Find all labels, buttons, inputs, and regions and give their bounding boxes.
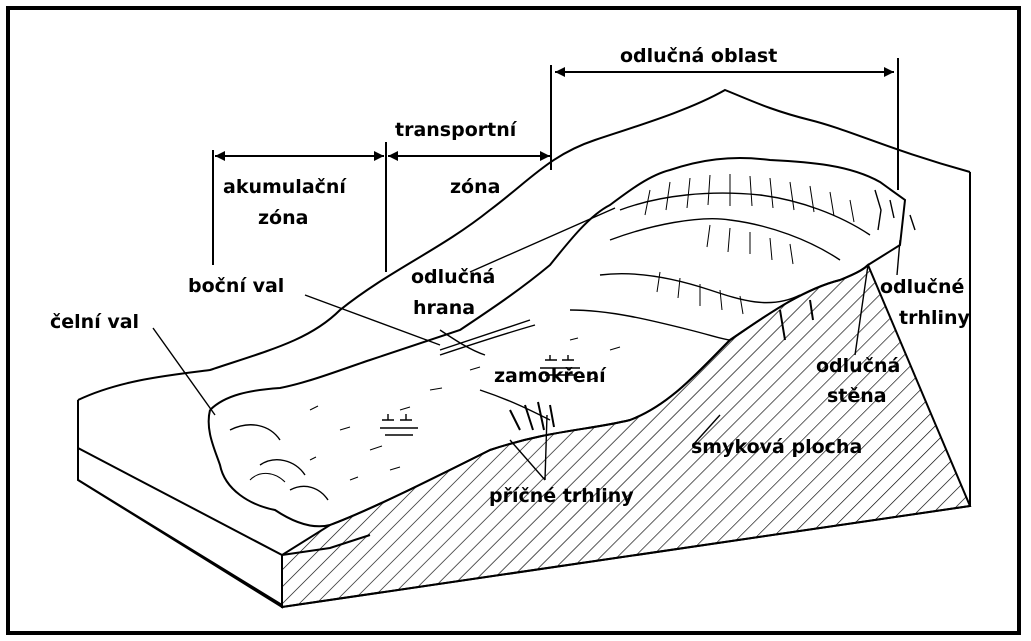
label-odlucne-trhliny-1: odlučné: [880, 276, 964, 298]
label-zona-akumulace: zóna: [258, 207, 308, 229]
label-odlucna-oblast: odlučná oblast: [620, 45, 777, 67]
label-transportni: transportní: [395, 119, 518, 141]
landslide-block-diagram: odlučná oblast transportní zóna akumulač…: [10, 10, 1021, 631]
label-odlucna-stena-2: stěna: [827, 385, 887, 407]
label-smykova-plocha: smyková plocha: [691, 436, 862, 458]
diagram-frame: odlučná oblast transportní zóna akumulač…: [6, 6, 1021, 635]
label-zamokreni: zamokření: [494, 365, 607, 387]
lateral-ridge: [440, 320, 535, 355]
label-odlucna-hrana-2: hrana: [413, 297, 475, 319]
label-celni-val: čelní val: [50, 311, 139, 333]
label-odlucna-stena-1: odlučná: [816, 355, 900, 377]
label-bocni-val: boční val: [188, 275, 284, 297]
label-odlucne-trhliny-2: trhliny: [899, 307, 971, 329]
label-zona-transport: zóna: [450, 176, 500, 198]
label-pricne-trhliny: příčné trhliny: [489, 485, 634, 507]
slip-surface-hatch: [282, 265, 970, 607]
block-front-face-outline: [78, 400, 282, 607]
label-odlucna-hrana-1: odlučná: [411, 266, 495, 288]
label-akumulacni: akumulační: [223, 176, 347, 198]
dimension-lines: [213, 58, 898, 272]
